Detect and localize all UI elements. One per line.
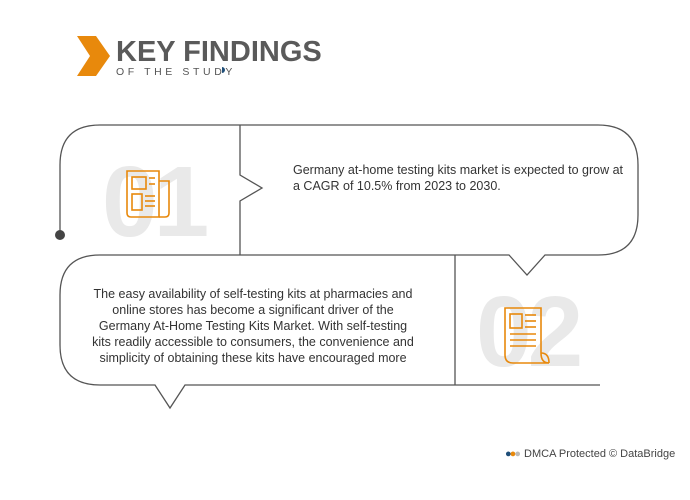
- page-subtitle: OF THE STUDY: [116, 66, 237, 78]
- dot-orange-icon: ●: [509, 448, 517, 460]
- finding-number-1: 01: [102, 146, 209, 258]
- newspaper-icon: [126, 170, 170, 218]
- logo-dot-icon: [222, 67, 225, 73]
- finding-text-2: The easy availability of self-testing ki…: [92, 287, 414, 365]
- timeline-dot: [55, 230, 65, 240]
- bubble-outline: [59, 124, 639, 410]
- footer-text: DMCA Protected © DataBridge: [524, 448, 676, 460]
- dmca-badge[interactable]: ●●● DMCA Protected © DataBridge: [505, 448, 675, 461]
- divider-1: [239, 125, 264, 255]
- dot-gray-icon: ●: [514, 448, 521, 460]
- finding-text-1: Germany at-home testing kits market is e…: [293, 163, 623, 193]
- chevron-logo-icon: [77, 36, 110, 76]
- dots-icon: ●: [505, 448, 512, 460]
- finding-number-2: 02: [476, 276, 583, 388]
- page-title: KEY FINDINGS: [116, 36, 322, 68]
- newspaper-icon: [504, 307, 550, 364]
